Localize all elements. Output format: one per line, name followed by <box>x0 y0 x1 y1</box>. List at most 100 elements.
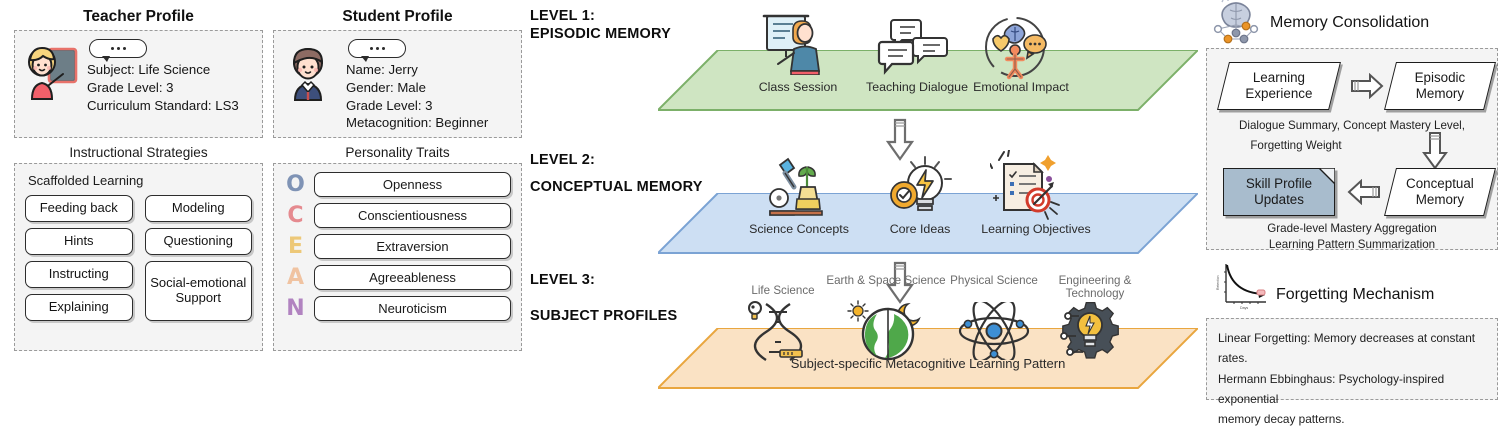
memory-consolidation-box[interactable]: Learning Experience Episodic Memory Dial… <box>1206 48 1498 251</box>
level-3-label-line1: LEVEL 3: <box>530 272 595 288</box>
ocean-letter-e-icon: E <box>287 233 304 259</box>
earth-space-science-text: Earth & Space Science <box>826 274 946 287</box>
level-1-label: LEVEL 1: EPISODIC MEMORY <box>530 8 671 43</box>
trait-pill-openness[interactable]: Openness <box>314 172 511 197</box>
trait-row-neuroticism[interactable]: N Neuroticism <box>284 296 511 321</box>
teacher-profile-title: Teacher Profile <box>83 8 194 25</box>
trait-pill-agreeableness[interactable]: Agreeableness <box>314 265 511 290</box>
forgetting-line-3: memory decay patterns. <box>1218 412 1345 427</box>
atom-icon <box>958 302 1030 360</box>
student-profile-title: Student Profile <box>342 8 453 25</box>
level-2-item-label-science-concepts: Science Concepts <box>749 222 849 236</box>
forgetting-line-2: Hermann Ebbinghaus: Psychology-inspired … <box>1218 371 1445 406</box>
arrow-down-3d-icon <box>1422 132 1448 170</box>
student-grade-level: Grade Level: 3 <box>346 97 433 113</box>
teacher-profile-card[interactable]: Subject: Life Science Grade Level: 3 Cur… <box>14 30 263 138</box>
chat-bubbles-icon <box>877 19 948 75</box>
teacher-profile-block: Teacher Profile <box>14 8 263 138</box>
teacher-curriculum-standard: Curriculum Standard: LS3 <box>87 97 239 113</box>
node-episodic-memory[interactable]: Episodic Memory <box>1384 62 1496 110</box>
student-metacognition: Metacognition: Beginner <box>346 115 489 131</box>
forgetting-line-1: Linear Forgetting: Memory decreases at c… <box>1218 331 1476 366</box>
level-2-plane <box>658 193 1198 255</box>
consolidation-caption-top-line2: Forgetting Weight <box>1250 139 1342 152</box>
memory-levels-diagram: LEVEL 1: EPISODIC MEMORY Class Session T… <box>528 0 1200 428</box>
level-1-label-line1: LEVEL 1: <box>530 8 595 24</box>
node-episodic-memory-label: Episodic Memory <box>1414 69 1466 101</box>
arrow-right-3d-icon <box>1351 73 1384 99</box>
node-learning-experience-label: Learning Experience <box>1245 69 1313 101</box>
level-3-item-label-engineering-technology: Engineering & Technology <box>1034 274 1156 301</box>
level-3-plane-caption: Subject-specific Metacognitive Learning … <box>790 356 1066 371</box>
node-skill-profile-updates-label: Skill Profile Updates <box>1245 175 1313 207</box>
level-3-label: LEVEL 3: SUBJECT PROFILES <box>530 272 677 325</box>
emotion-brain-heart-icon <box>985 17 1047 80</box>
level-1-item-label-emotional-impact: Emotional Impact <box>973 80 1069 94</box>
node-learning-experience[interactable]: Learning Experience <box>1217 62 1341 110</box>
node-conceptual-memory-label: Conceptual Memory <box>1406 175 1474 207</box>
decay-curve-icon: Retention Days <box>1216 264 1266 310</box>
dna-helix-icon <box>748 301 803 362</box>
level-2-label-line1: LEVEL 2: <box>530 152 595 168</box>
strategy-pill-social-emotional-support[interactable]: Social-emotional Support <box>144 260 252 321</box>
consolidation-caption-bottom-line2: Learning Pattern Summarization <box>1268 238 1436 251</box>
strategy-pill-modeling[interactable]: Modeling <box>144 195 252 222</box>
personality-traits-block: Personality Traits O Openness C Conscien… <box>273 140 522 351</box>
strategy-pill-hints[interactable]: Hints <box>25 227 133 255</box>
scaffolded-learning-label: Scaffolded Learning <box>28 173 144 188</box>
lightbulb-gear-icon <box>890 156 952 211</box>
brain-network-icon <box>1213 0 1259 44</box>
trait-row-agreeableness[interactable]: A Agreeableness <box>284 265 511 290</box>
level-2-item-label-learning-objectives: Learning Objectives <box>981 222 1091 236</box>
profile-cards-row: Teacher Profile <box>14 8 522 138</box>
strategy-pill-feeding-back[interactable]: Feeding back <box>25 195 133 222</box>
teacher-subject: Subject: Life Science <box>87 62 211 77</box>
profiles-section: Teacher Profile <box>14 8 522 400</box>
level-3-item-label-earth-space-science: Earth & Space Science <box>826 274 946 287</box>
student-name: Name: Jerry <box>346 62 418 77</box>
strategies-traits-row: Instructional Strategies Scaffolded Lear… <box>14 140 522 351</box>
ocean-letter-c-icon: C <box>287 202 304 228</box>
strategy-pill-questioning[interactable]: Questioning <box>144 227 252 255</box>
strategy-pill-instructing[interactable]: Instructing <box>25 260 133 288</box>
level-1-item-label-class-session: Class Session <box>758 80 838 94</box>
student-gender: Gender: Male <box>346 79 426 95</box>
personality-traits-card[interactable]: O Openness C Conscientiousness E Extrave… <box>273 163 522 351</box>
trait-pill-neuroticism[interactable]: Neuroticism <box>314 296 511 321</box>
trait-row-extraversion[interactable]: E Extraversion <box>284 234 511 259</box>
trait-row-conscientiousness[interactable]: C Conscientiousness <box>284 203 511 228</box>
whiteboard-teacher-icon <box>762 14 821 75</box>
level-3-item-label-life-science: Life Science <box>751 284 815 297</box>
ocean-letter-a-icon: A <box>286 264 305 290</box>
strategy-pill-grid: Feeding back Modeling Hints Questioning … <box>25 195 252 321</box>
speech-bubble-icon <box>89 39 147 62</box>
engineering-technology-text: Engineering & Technology <box>1058 274 1132 301</box>
speech-bubble-icon <box>348 39 406 62</box>
node-conceptual-memory[interactable]: Conceptual Memory <box>1384 168 1496 216</box>
level-1-label-line2: EPISODIC MEMORY <box>530 25 672 42</box>
forgetting-mechanism-title: Forgetting Mechanism <box>1276 286 1435 303</box>
memory-consolidation-section: Memory Consolidation Learning Experience… <box>1204 0 1504 428</box>
level-3-item-label-physical-science: Physical Science <box>946 274 1042 287</box>
down-arrow-3d-icon <box>885 118 915 161</box>
node-skill-profile-updates[interactable]: Skill Profile Updates <box>1223 168 1335 216</box>
teacher-avatar-icon <box>25 39 79 106</box>
strategy-pill-explaining[interactable]: Explaining <box>25 293 133 321</box>
teacher-grade-level: Grade Level: 3 <box>87 79 174 95</box>
gear-bulb-circuit-icon <box>1060 302 1119 359</box>
student-profile-card[interactable]: Name: Jerry Gender: Male Grade Level: 3 … <box>273 30 522 138</box>
trait-row-openness[interactable]: O Openness <box>284 172 511 197</box>
memory-consolidation-title: Memory Consolidation <box>1270 14 1430 31</box>
consolidation-caption-bottom-line1: Grade-level Mastery Aggregation <box>1267 222 1437 235</box>
trait-pill-conscientiousness[interactable]: Conscientiousness <box>314 203 511 228</box>
student-avatar-icon <box>284 39 338 106</box>
forgetting-mechanism-box[interactable]: Linear Forgetting: Memory decreases at c… <box>1206 318 1498 426</box>
personality-traits-title: Personality Traits <box>345 145 450 160</box>
level-3-label-line2: SUBJECT PROFILES <box>530 307 678 324</box>
arrow-left-3d-icon <box>1347 179 1380 205</box>
instructional-strategies-card[interactable]: Scaffolded Learning Feeding back Modelin… <box>14 163 263 351</box>
trait-pill-extraversion[interactable]: Extraversion <box>314 234 511 259</box>
instructional-strategies-title: Instructional Strategies <box>69 145 208 160</box>
svg-text:Retention: Retention <box>1216 275 1220 290</box>
student-profile-details: Name: Jerry Gender: Male Grade Level: 3 … <box>346 39 511 132</box>
